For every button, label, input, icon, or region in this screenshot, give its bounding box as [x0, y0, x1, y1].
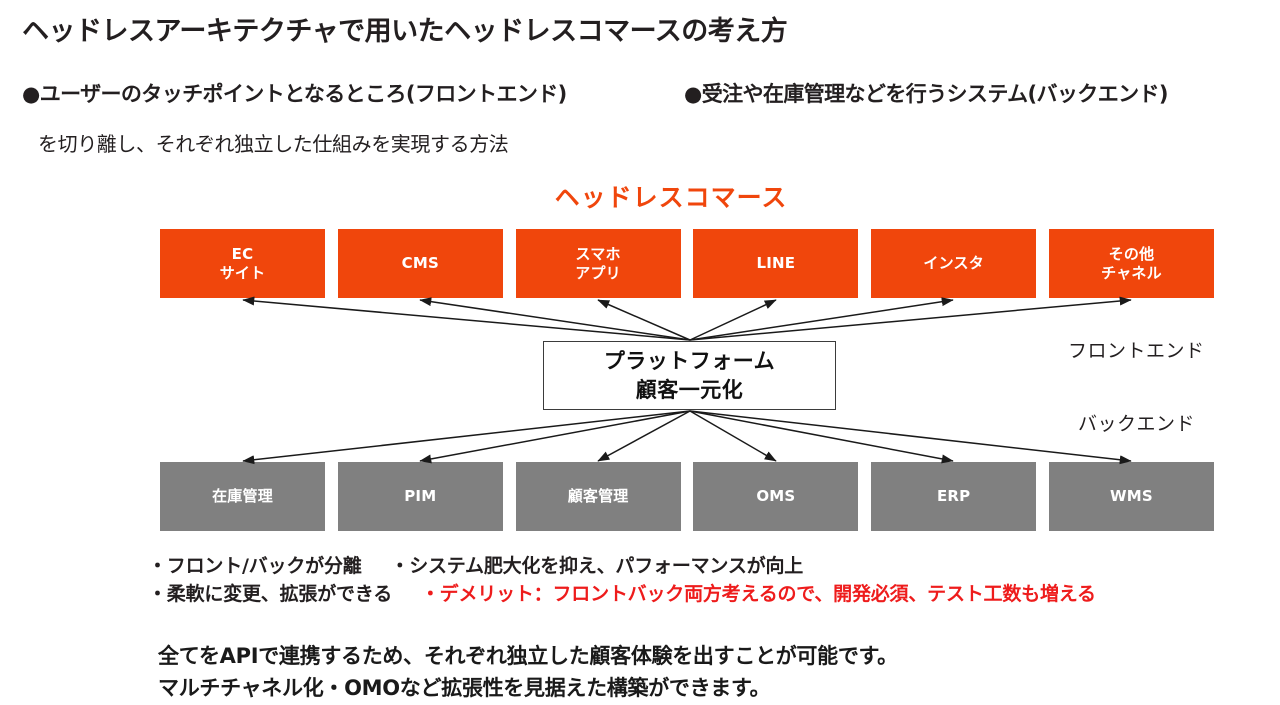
- backend-node-label: OMS: [756, 487, 796, 506]
- frontend-node-label: LINE: [756, 254, 796, 273]
- frontend-node-label: スマホ アプリ: [575, 244, 621, 282]
- backend-node-wms[interactable]: WMS: [1048, 462, 1214, 531]
- diagram-heading-label: ヘッドレスコマース: [554, 183, 788, 212]
- side-label-backend: バックエンド: [1078, 413, 1196, 435]
- note-1-benefit-performance: ・システム肥大化を抑え、パフォーマンスが向上: [390, 555, 804, 577]
- diagram-heading: ヘッドレスコマース: [0, 178, 1280, 214]
- frontend-node-label: インスタ: [923, 254, 984, 273]
- frontend-node-label: CMS: [401, 254, 439, 273]
- backend-node-inventory-management[interactable]: 在庫管理: [160, 462, 325, 531]
- backend-system-row: 在庫管理 PIM 顧客管理 OMS ERP WMS: [160, 462, 1214, 531]
- intro-bullets: ●ユーザーのタッチポイントとなるところ(フロントエンド) ●受注や在庫管理などを…: [22, 78, 1262, 106]
- footer-line-1: 全てをAPIで連携するため、それぞれ独立した顧客体験を出すことが可能です。: [158, 644, 898, 668]
- backend-node-oms[interactable]: OMS: [693, 462, 859, 531]
- bullet-backend-definition: ●受注や在庫管理などを行うシステム(バックエンド): [684, 82, 1168, 106]
- backend-node-customer-management[interactable]: 顧客管理: [515, 462, 681, 531]
- backend-node-label: ERP: [936, 487, 971, 506]
- frontend-node-other-channels[interactable]: その他 チャネル: [1048, 229, 1214, 298]
- note-line-2: ・柔軟に変更、拡張ができる ・デメリット：フロントバック両方考えるので、開発必須…: [148, 580, 1268, 608]
- backend-node-label: PIM: [404, 487, 437, 506]
- bullet-frontend-definition: ●ユーザーのタッチポイントとなるところ(フロントエンド): [22, 82, 567, 106]
- frontend-node-ec-site[interactable]: EC サイト: [160, 229, 325, 298]
- page-title: ヘッドレスアーキテクチャで用いたヘッドレスコマースの考え方: [22, 16, 788, 47]
- frontend-node-label: EC サイト: [219, 244, 266, 282]
- backend-node-label: 在庫管理: [212, 487, 273, 506]
- backend-node-label: WMS: [1110, 487, 1153, 506]
- frontend-node-line[interactable]: LINE: [693, 229, 859, 298]
- intro-sub-line: を切り離し、それぞれ独立した仕組みを実現する方法: [38, 132, 509, 156]
- frontend-node-instagram[interactable]: インスタ: [871, 229, 1037, 298]
- backend-node-label: 顧客管理: [567, 487, 629, 506]
- summary-footer: 全てをAPIで連携するため、それぞれ独立した顧客体験を出すことが可能です。 マル…: [158, 641, 1198, 705]
- note-line-1: ・フロント/バックが分離 ・システム肥大化を抑え、パフォーマンスが向上: [148, 552, 1268, 580]
- frontend-node-smartphone-app[interactable]: スマホ アプリ: [515, 229, 681, 298]
- note-2-demerit: ・デメリット：フロントバック両方考えるので、開発必須、テスト工数も増える: [420, 583, 1096, 606]
- platform-box[interactable]: プラットフォーム 顧客一元化: [543, 341, 836, 410]
- backend-node-erp[interactable]: ERP: [871, 462, 1037, 531]
- platform-box-label: プラットフォーム 顧客一元化: [603, 349, 776, 402]
- frontend-node-label: その他 チャネル: [1101, 244, 1162, 282]
- note-2-benefit-flexibility: ・柔軟に変更、拡張ができる: [148, 583, 393, 606]
- backend-node-pim[interactable]: PIM: [337, 462, 503, 531]
- benefit-notes: ・フロント/バックが分離 ・システム肥大化を抑え、パフォーマンスが向上 ・柔軟に…: [148, 552, 1268, 608]
- frontend-node-cms[interactable]: CMS: [337, 229, 503, 298]
- frontend-channel-row: EC サイト CMS スマホ アプリ LINE インスタ その他 チャネル: [160, 229, 1214, 298]
- footer-line-2: マルチチャネル化・OMOなど拡張性を見据えた構築ができます。: [158, 675, 771, 700]
- side-label-frontend: フロントエンド: [1068, 340, 1205, 362]
- note-1-benefit-separation: ・フロント/バックが分離: [148, 555, 362, 577]
